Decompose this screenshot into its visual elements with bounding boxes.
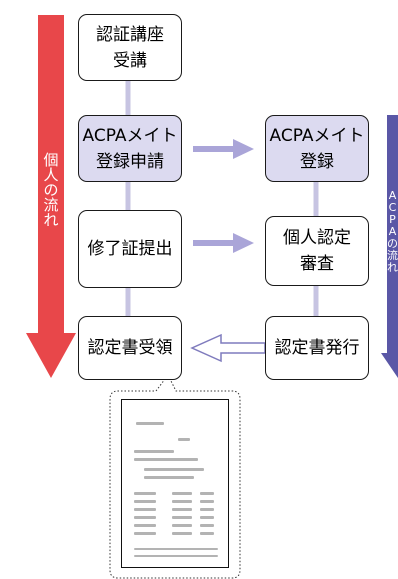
person-flow-char: 流 (43, 196, 59, 214)
acpa-flow-char: れ (387, 261, 398, 274)
acpa-flow-char: A (388, 225, 397, 238)
acpa-flow-label: A C P A の 流 れ (387, 190, 398, 274)
person-flow-char: 個 (43, 151, 59, 169)
person-flow-char: の (43, 181, 59, 199)
acpa-flow-char: C (388, 201, 397, 214)
box-certificate-submit: 修了証提出 (78, 210, 182, 288)
acpa-flow-char: P (389, 213, 396, 226)
acpa-flow-char: A (388, 189, 397, 202)
arrow-register-to-registration (193, 139, 254, 159)
person-flow-char: れ (43, 211, 59, 229)
box-acpa-mate-register: ACPAメイト 登録申請 (78, 115, 182, 182)
box-certificate-issue: 認定書発行 (265, 316, 369, 380)
box-certificate-receive: 認定書受領 (78, 316, 182, 380)
acpa-flow-char: の (387, 237, 398, 250)
person-flow-char: 人 (43, 166, 59, 184)
person-flow-label: 個 人 の 流 れ (43, 153, 59, 228)
box-course: 認証講座 受講 (78, 14, 182, 81)
acpa-flow-arrow (381, 115, 398, 378)
acpa-flow-char: 流 (387, 249, 398, 262)
arrow-issue-to-receive (190, 333, 266, 363)
certificate-document-icon (121, 399, 229, 568)
box-acpa-mate-registration: ACPAメイト 登録 (265, 115, 369, 182)
person-flow-arrow (26, 15, 76, 378)
box-individual-review: 個人認定 審査 (265, 216, 369, 286)
arrow-submit-to-review (193, 233, 254, 253)
